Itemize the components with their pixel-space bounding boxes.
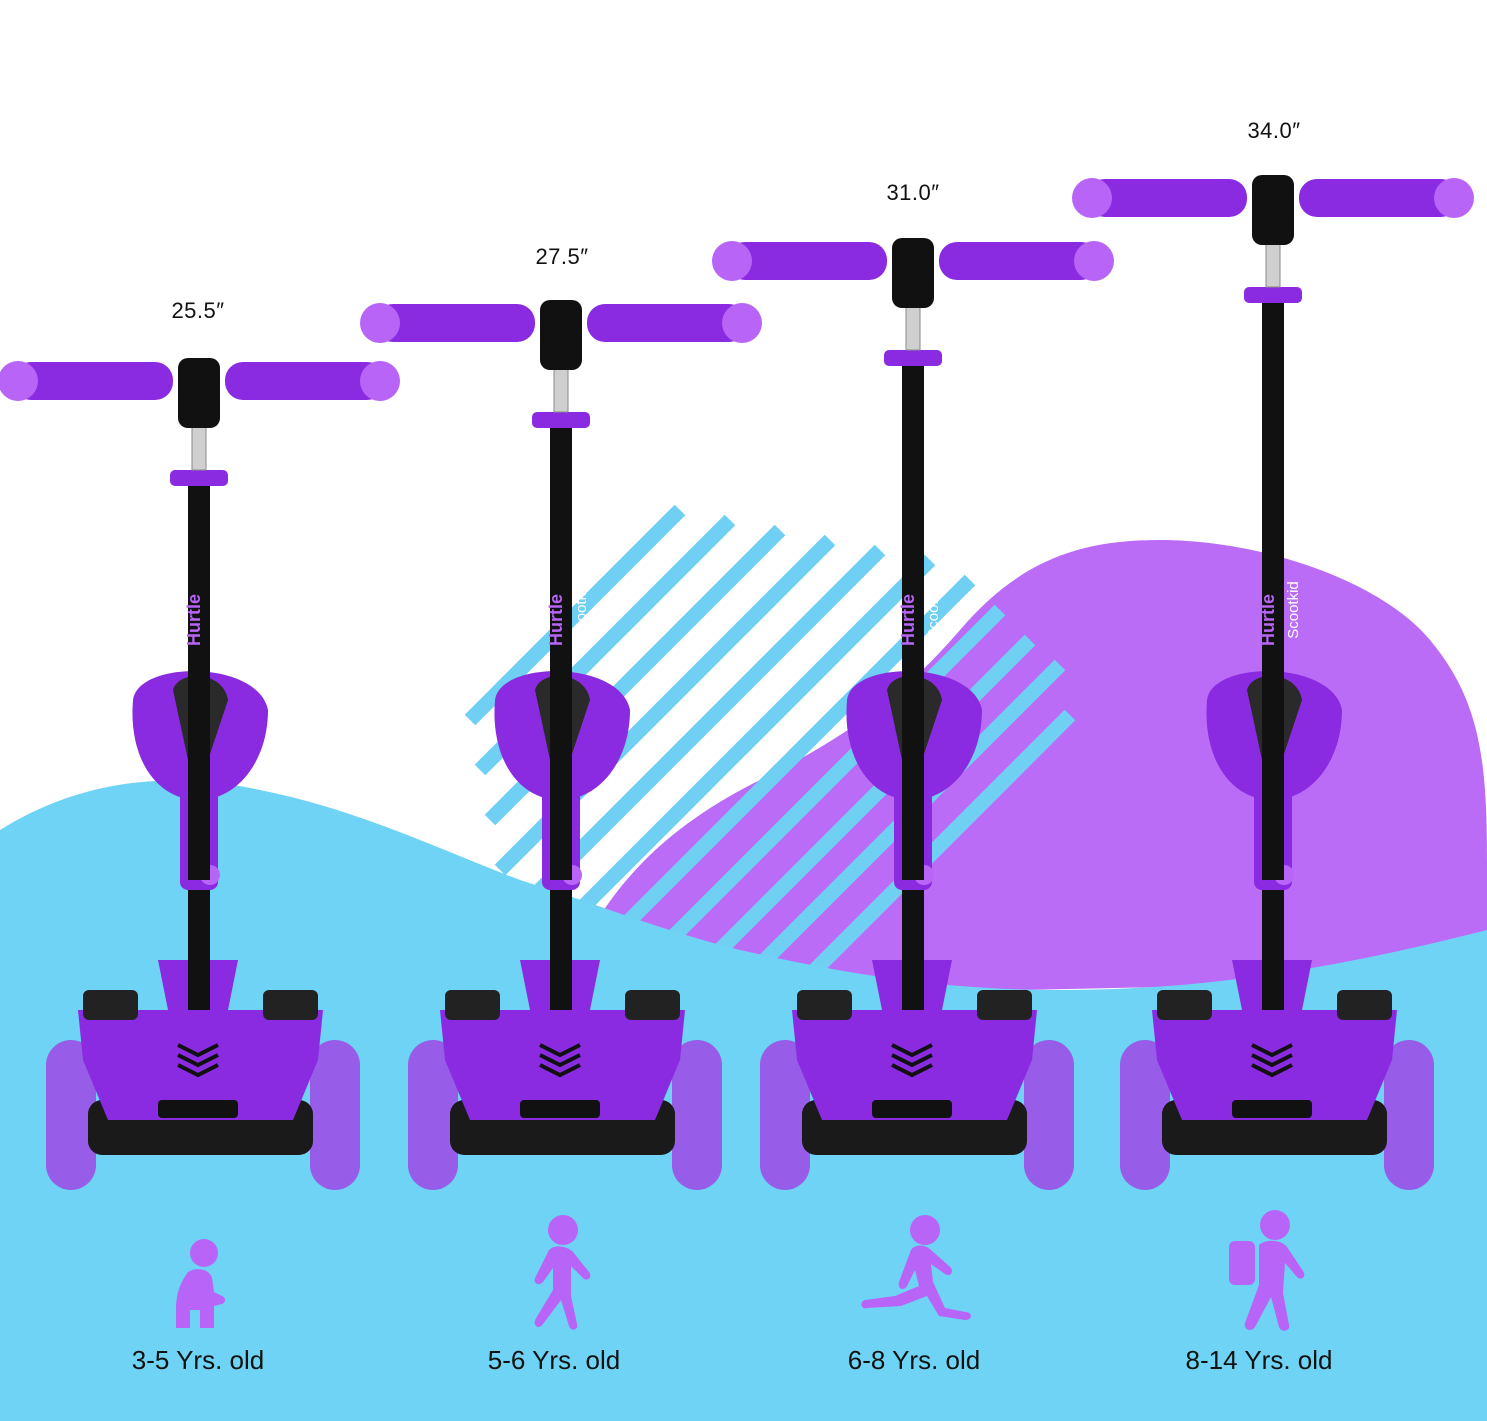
left-grip-end (712, 241, 752, 281)
deck-chevron (891, 1063, 933, 1078)
left-foot-pad (83, 990, 138, 1020)
left-grip (375, 304, 535, 342)
deck-light-slot (158, 1100, 238, 1118)
left-wheel (46, 1040, 96, 1190)
deck-chevron (1251, 1053, 1293, 1068)
height-label-4: 34.0″ (1247, 118, 1301, 143)
left-grip-end (360, 303, 400, 343)
age-label-4: 8-14 Yrs. old (1185, 1345, 1333, 1375)
brand-logo: Hurtle (898, 594, 918, 646)
main-stem (188, 485, 210, 880)
left-grip-end (0, 361, 38, 401)
height-label-1: 25.5″ (171, 298, 225, 323)
deck-chevron (539, 1043, 581, 1058)
lower-stem (188, 880, 210, 1010)
height-label-3: 31.0″ (886, 180, 940, 205)
left-foot-pad (797, 990, 852, 1020)
stem-clamp (170, 470, 228, 486)
left-grip (13, 362, 173, 400)
right-foot-pad (263, 990, 318, 1020)
handle-joint (540, 300, 582, 370)
right-wheel (310, 1040, 360, 1190)
lower-stem (550, 880, 572, 1010)
right-wheel (1384, 1040, 1434, 1190)
age-label-3: 6-8 Yrs. old (847, 1345, 981, 1375)
right-wheel (672, 1040, 722, 1190)
brand-sub: Scootkid (925, 581, 942, 639)
main-stem (1262, 302, 1284, 880)
brand-sub: Scootkid (211, 581, 228, 639)
scooter-1: Hurtle Scootkid (0, 358, 400, 1190)
right-grip (225, 362, 385, 400)
handle-joint (892, 238, 934, 308)
deck-light-slot (872, 1100, 952, 1118)
brand-logo: Hurtle (184, 594, 204, 646)
right-foot-pad (625, 990, 680, 1020)
child-backpack-icon (1229, 1210, 1305, 1331)
stem-clamp (532, 412, 590, 428)
deck-chevron (177, 1063, 219, 1078)
right-foot-pad (1337, 990, 1392, 1020)
height-label-2: 27.5″ (535, 244, 589, 269)
left-foot-pad (445, 990, 500, 1020)
deck-chevron (539, 1053, 581, 1068)
stem-clamp (884, 350, 942, 366)
lower-stem (902, 880, 924, 1010)
brand-sub: Scootkid (1285, 581, 1302, 639)
brand-sub: Scootkid (573, 581, 590, 639)
right-grip-end (360, 361, 400, 401)
deck-chevron (177, 1053, 219, 1068)
brand-logo: Hurtle (1258, 594, 1278, 646)
left-wheel (408, 1040, 458, 1190)
main-stem (902, 365, 924, 880)
deck-light-slot (1232, 1100, 1312, 1118)
age-label-1: 3-5 Yrs. old (131, 1345, 265, 1375)
right-wheel (1024, 1040, 1074, 1190)
blue-hill (0, 780, 1487, 1421)
brand-logo: Hurtle (546, 594, 566, 646)
handle-joint (1252, 175, 1294, 245)
lower-stem (1262, 880, 1284, 1010)
right-grip-end (1434, 178, 1474, 218)
left-wheel (760, 1040, 810, 1190)
age-label-2: 5-6 Yrs. old (487, 1345, 621, 1375)
deck-chevron (891, 1043, 933, 1058)
walking-child-icon (534, 1215, 591, 1330)
stem-clamp (1244, 287, 1302, 303)
left-foot-pad (1157, 990, 1212, 1020)
right-grip (587, 304, 747, 342)
right-grip (939, 242, 1099, 280)
right-foot-pad (977, 990, 1032, 1020)
left-grip-end (1072, 178, 1112, 218)
deck-light-slot (520, 1100, 600, 1118)
toddler-icon (176, 1239, 225, 1328)
running-child-icon (861, 1215, 971, 1320)
right-grip (1299, 179, 1459, 217)
handle-joint (178, 358, 220, 428)
scooter-4: Hurtle Scootkid (1072, 175, 1474, 1190)
left-grip (727, 242, 887, 280)
deck-chevron (1251, 1043, 1293, 1058)
scooter-2: Hurtle Scootkid (360, 300, 762, 1190)
left-wheel (1120, 1040, 1170, 1190)
deck-chevron (891, 1053, 933, 1068)
right-grip-end (1074, 241, 1114, 281)
deck-chevron (539, 1063, 581, 1078)
scooter-3: Hurtle Scootkid (712, 238, 1114, 1190)
left-grip (1087, 179, 1247, 217)
main-stem (550, 427, 572, 880)
deck-chevron (177, 1043, 219, 1058)
right-grip-end (722, 303, 762, 343)
deck-chevron (1251, 1063, 1293, 1078)
